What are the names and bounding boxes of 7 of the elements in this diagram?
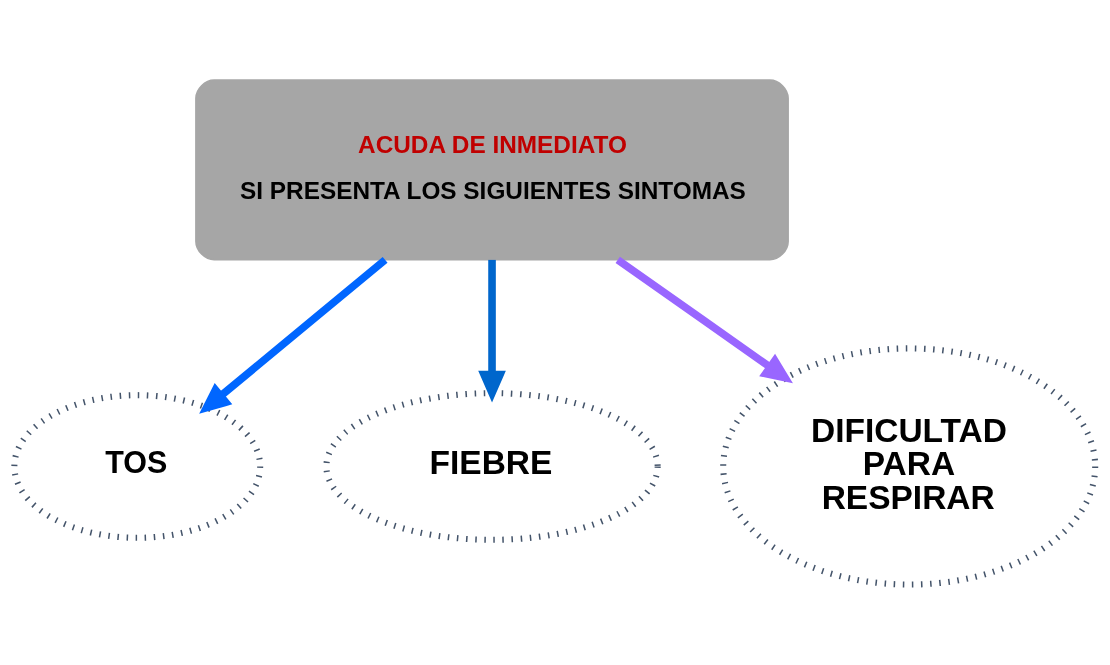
arrow [478,259,506,403]
node-box: ACUDA DE INMEDIATO SI PRESENTA LOS SIGUIENTES SINTOMAS [195,79,789,261]
node-ellipse: DIFICULTAD PARA RESPIRAR [720,345,1099,588]
node-ellipse: FIEBRE [323,390,661,543]
arrow [615,256,793,384]
node-ellipse: TOS [11,392,264,541]
arrow [199,256,388,414]
